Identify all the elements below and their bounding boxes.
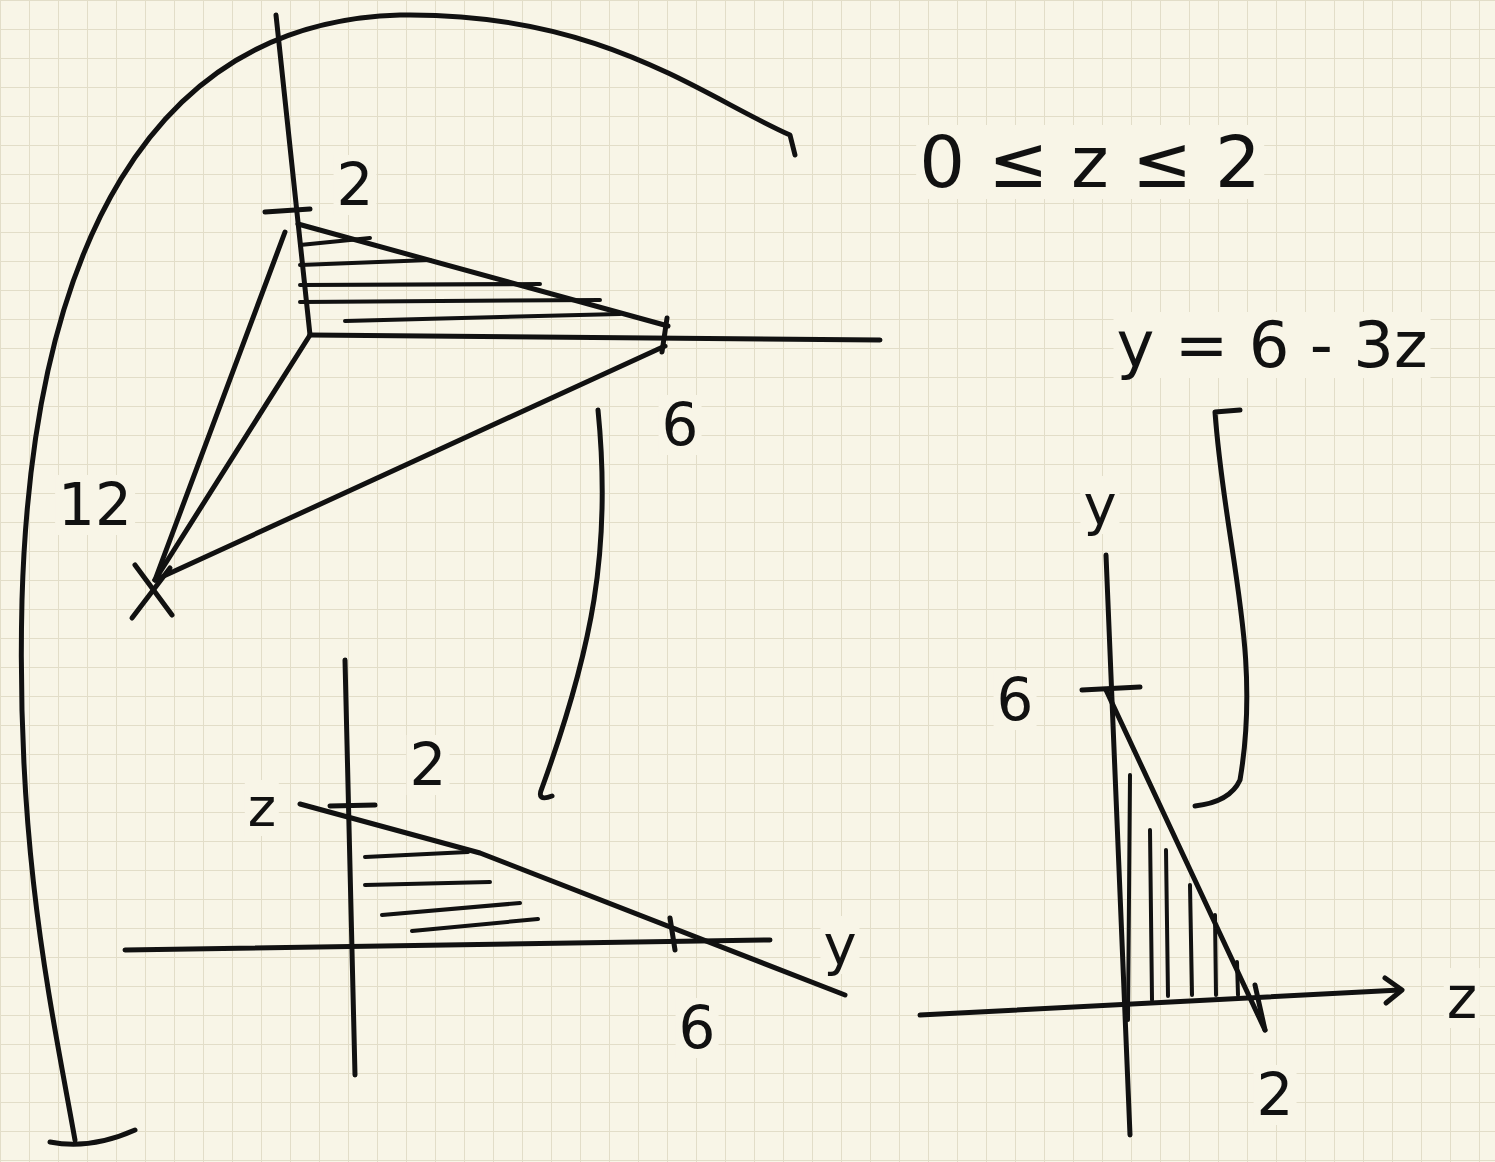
hatching xyxy=(365,852,538,931)
bracket-arc xyxy=(21,15,795,1144)
axis-label: y xyxy=(820,916,859,974)
bracket-arrow xyxy=(1195,410,1247,806)
tick-value: 6 xyxy=(659,395,702,455)
tick-value: 12 xyxy=(55,475,135,535)
tick-value: 2 xyxy=(334,155,377,215)
bracket-arrow xyxy=(540,410,602,798)
z-axis xyxy=(345,660,355,1075)
tick xyxy=(1255,985,1265,1030)
tick-value: 2 xyxy=(1254,1065,1297,1125)
hatching xyxy=(300,238,620,321)
equation: y = 6 - 3z xyxy=(1114,312,1431,378)
y-axis xyxy=(310,335,880,340)
trace-line xyxy=(300,804,845,995)
edge xyxy=(298,224,668,326)
inequality: 0 ≤ z ≤ 2 xyxy=(916,125,1264,199)
hatching xyxy=(1128,775,1238,1020)
axis-label: z xyxy=(245,780,279,836)
tick xyxy=(1082,687,1140,690)
tick xyxy=(670,918,675,950)
tick xyxy=(330,805,375,806)
tick xyxy=(265,209,310,212)
axis-label: y xyxy=(1080,476,1119,534)
axis-label: z xyxy=(1444,968,1480,1028)
trace-line xyxy=(1106,690,1265,1030)
tick-value: 6 xyxy=(676,998,719,1058)
point-mark xyxy=(132,568,170,618)
z-axis xyxy=(920,990,1400,1015)
tick-value: 6 xyxy=(994,670,1037,730)
tick-value: 2 xyxy=(407,735,450,795)
y-axis xyxy=(1106,555,1130,1135)
arrow-head xyxy=(1385,978,1402,1003)
edge xyxy=(155,346,665,580)
z-axis xyxy=(276,15,310,335)
